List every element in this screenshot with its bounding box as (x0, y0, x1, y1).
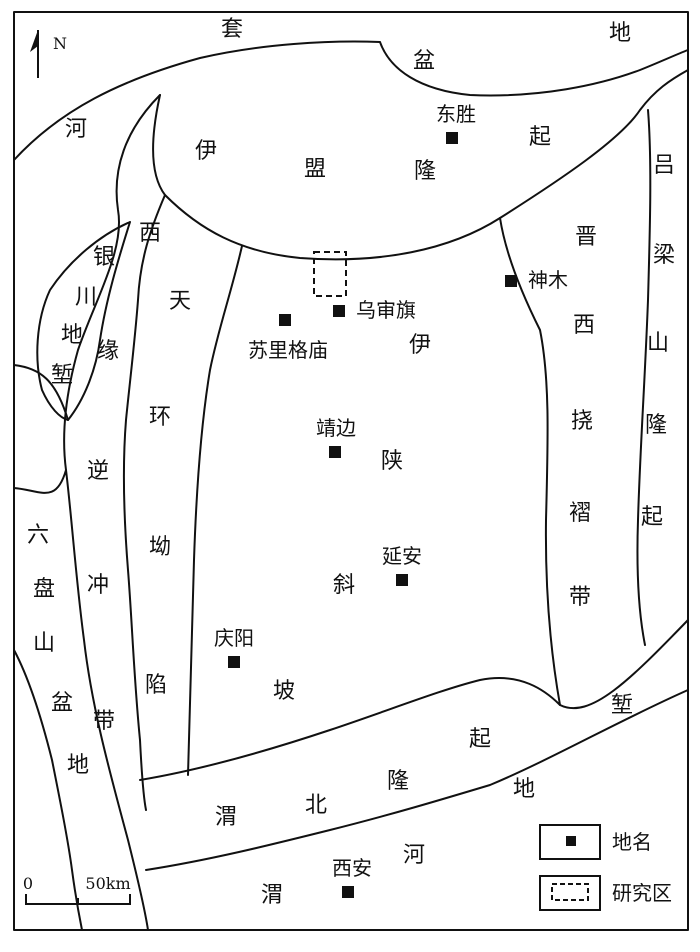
legend-place-label: 地名 (612, 830, 652, 854)
label-liu: 六 (26, 523, 50, 548)
city-label-dongsheng: 东胜 (436, 102, 476, 126)
label-wei-2: 渭 (260, 883, 284, 908)
label-pen-2: 盆 (50, 691, 74, 716)
city-marker-dongsheng (446, 132, 458, 144)
label-tian: 天 (168, 289, 192, 314)
legend-place-box (539, 824, 601, 860)
legend-study-label: 研究区 (612, 881, 672, 905)
study-area-box (313, 251, 347, 297)
scale-zero-label: 0 (22, 874, 34, 893)
label-qian-wh: 堑 (610, 693, 634, 718)
label-long-3: 隆 (386, 769, 410, 794)
label-pan: 盘 (32, 577, 56, 602)
label-yin: 银 (92, 245, 116, 270)
label-ni: 逆 (86, 459, 110, 484)
label-ao: 坳 (148, 535, 172, 560)
north-arrow (30, 30, 39, 78)
city-marker-sulige (279, 314, 291, 326)
label-chuan: 川 (74, 285, 98, 310)
label-qi-2: 起 (640, 505, 664, 530)
label-di-lp: 地 (66, 753, 90, 778)
city-label-sulige: 苏里格庙 (248, 338, 328, 362)
basin-top-boundary (13, 40, 689, 161)
label-xi-2: 西 (572, 313, 596, 338)
label-di-wh: 地 (512, 777, 536, 802)
label-long-1: 隆 (413, 159, 437, 184)
weihe-graben-boundary (145, 689, 689, 871)
label-qi-3: 起 (468, 727, 492, 752)
label-di-top: 地 (608, 21, 632, 46)
scale-bar (25, 894, 131, 905)
label-liang: 梁 (652, 243, 676, 268)
map-frame (13, 11, 689, 931)
label-xian: 陷 (144, 673, 168, 698)
city-label-xian: 西安 (332, 856, 372, 880)
city-label-yanan: 延安 (382, 544, 422, 568)
city-marker-jingbian (329, 446, 341, 458)
yinchuan-graben-boundary (36, 221, 131, 421)
label-zhe: 褶 (568, 501, 592, 526)
label-dai-1: 带 (92, 709, 116, 734)
lvliang-belt-boundary (636, 109, 652, 646)
label-shan-2: 山 (32, 631, 56, 656)
yimeng-uplift-boundary (152, 69, 689, 261)
label-yuan: 缘 (96, 339, 120, 364)
label-po: 坡 (272, 679, 296, 704)
city-marker-wushen (333, 305, 345, 317)
label-nao: 挠 (570, 409, 594, 434)
label-bei: 北 (304, 793, 328, 818)
scale-max-label: 50km (85, 874, 131, 893)
label-jin: 晋 (574, 225, 598, 250)
weibei-uplift-top (139, 619, 689, 781)
label-meng: 盟 (303, 157, 327, 182)
label-xie: 斜 (332, 573, 356, 598)
legend-study-marker (551, 883, 589, 901)
label-dai-2: 带 (568, 585, 592, 610)
city-label-qingyang: 庆阳 (214, 626, 254, 650)
city-marker-qingyang (228, 656, 240, 668)
tianhuan-boundary (187, 245, 243, 776)
legend-study-box (539, 875, 601, 911)
city-label-wushen: 乌审旗 (356, 298, 416, 322)
label-he-top: 河 (64, 117, 88, 142)
label-xi-1: 西 (138, 221, 162, 246)
label-he-2: 河 (402, 843, 426, 868)
label-qi-1: 起 (528, 125, 552, 150)
liupan-upper-boundary (13, 364, 69, 421)
liupan-basin-boundary (13, 649, 83, 931)
city-label-jingbian: 靖边 (316, 416, 356, 440)
label-long-2: 隆 (644, 413, 668, 438)
label-wei-1: 渭 (214, 805, 238, 830)
city-marker-shenmu (505, 275, 517, 287)
label-di-yc: 地 (60, 323, 84, 348)
city-marker-xian (342, 886, 354, 898)
label-lv: 吕 (652, 153, 676, 178)
north-label: N (53, 34, 67, 53)
label-yi-1: 伊 (194, 139, 218, 164)
legend-place-marker (566, 836, 576, 846)
label-shaan: 陕 (380, 449, 404, 474)
label-chong: 冲 (86, 573, 110, 598)
city-marker-yanan (396, 574, 408, 586)
label-huan: 环 (148, 405, 172, 430)
label-yi-2: 伊 (408, 333, 432, 358)
label-qian-yc: 堑 (50, 363, 74, 388)
jinxi-belt-west (499, 217, 561, 706)
city-label-shenmu: 神木 (528, 268, 568, 292)
label-tao: 套 (220, 17, 244, 42)
label-shan-1: 山 (646, 331, 670, 356)
liupan-lower-boundary (13, 469, 67, 494)
label-pen: 盆 (412, 49, 436, 74)
west-thrust-boundary (122, 194, 166, 811)
